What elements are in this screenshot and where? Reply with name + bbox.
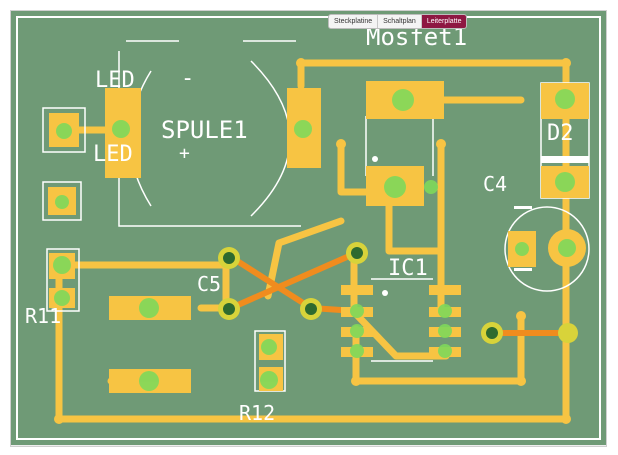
tab-pcb[interactable]: Leiterplatte bbox=[421, 15, 467, 28]
board-outline bbox=[16, 16, 601, 440]
via-dots bbox=[54, 58, 571, 424]
ic1-pin1-dot bbox=[382, 290, 388, 296]
view-tabs: Steckplatine Schaltplan Leiterplatte bbox=[328, 14, 468, 29]
label-ic1: IC1 bbox=[388, 256, 428, 281]
c4-minus-mark bbox=[514, 268, 532, 271]
bottom-trace-1 bbox=[228, 254, 314, 311]
trace-diag bbox=[264, 217, 345, 300]
pad-highlights bbox=[53, 89, 576, 391]
label-led-bottom: LED bbox=[93, 142, 133, 167]
label-plus: + bbox=[179, 143, 190, 164]
led-pad-frame bbox=[42, 107, 86, 153]
label-spule1: SPULE1 bbox=[161, 116, 248, 144]
label-c5: C5 bbox=[197, 272, 221, 296]
label-r12: R12 bbox=[239, 401, 275, 425]
ic1-pin-8[interactable] bbox=[429, 285, 461, 295]
square-pad-frame bbox=[42, 181, 82, 221]
ic-pin1-dot bbox=[372, 156, 378, 162]
label-r11: R11 bbox=[25, 304, 61, 328]
through-vias bbox=[218, 242, 578, 344]
bottom-trace-2 bbox=[228, 250, 359, 311]
pcb-board[interactable]: Mosfet1 LED - SPULE1 LED + D2 C4 C5 IC1 … bbox=[11, 11, 606, 445]
trace-ic-left bbox=[350, 250, 450, 360]
tab-schematic[interactable]: Schaltplan bbox=[378, 15, 422, 28]
d2-cathode-band bbox=[541, 156, 589, 163]
r11-frame bbox=[46, 248, 80, 312]
label-led-top: LED bbox=[95, 68, 135, 93]
c4-outline bbox=[504, 206, 590, 292]
label-minus: - bbox=[181, 66, 194, 91]
tab-breadboard[interactable]: Steckplatine bbox=[329, 15, 379, 28]
label-d2: D2 bbox=[547, 121, 574, 146]
c4-minus-mark-top bbox=[514, 206, 532, 209]
label-c4: C4 bbox=[483, 172, 507, 196]
ic1-pin-1[interactable] bbox=[341, 285, 373, 295]
trace-ic-top bbox=[385, 188, 445, 255]
